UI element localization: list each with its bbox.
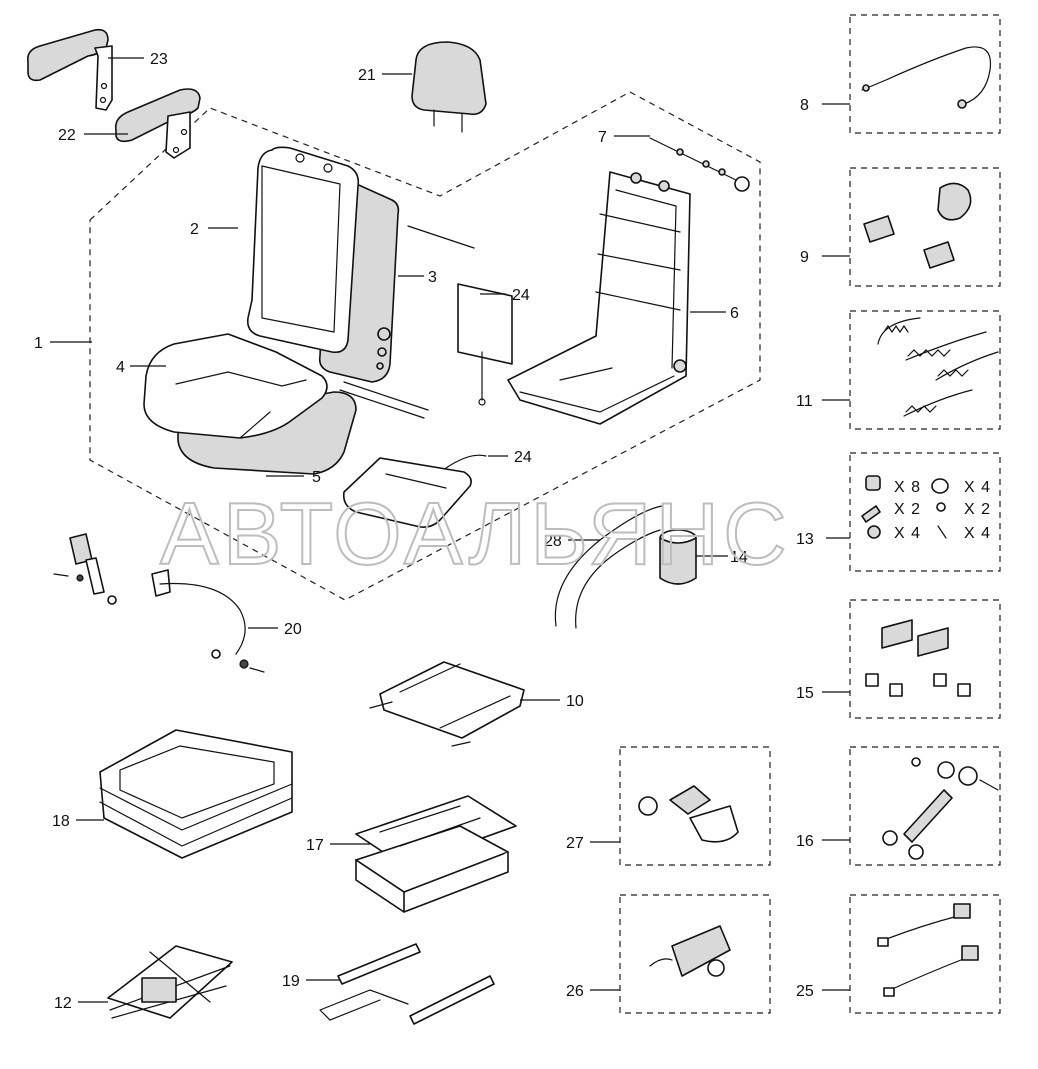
adjuster-rod-part [649,137,750,192]
callout-14: 14 [730,549,748,566]
seat-cushion-part [143,333,357,475]
motor-part [649,925,731,977]
kit-11-outline [849,310,1001,430]
damper-part [882,757,999,860]
kit13-qty-2: X 4 [964,479,991,496]
kit13-qty-4: X 2 [964,501,991,518]
air-hose-part-b [575,529,661,629]
bellows-cover-part [99,729,293,859]
springs-kit-part [877,317,999,417]
scissor-mechanism-part [107,945,233,1019]
callout-2: 2 [190,221,199,238]
kit13-qty-1: X 8 [894,479,921,496]
callout-6: 6 [730,305,739,322]
kit13-qty-6: X 4 [964,525,991,542]
callout-24-lower: 24 [514,449,532,466]
kit13-qty-5: X 4 [894,525,921,542]
wiring-harness-part [877,903,979,997]
watermark-text: АВТОАЛЬЯНС [160,484,791,583]
callout-8: 8 [800,97,809,114]
headrest-part [411,41,487,133]
kit-26-outline [619,894,771,1014]
kit-16-outline [849,746,1001,866]
seat-assembly-group-outline [89,91,761,601]
callout-3: 3 [428,269,437,286]
callout-4: 4 [116,359,125,376]
valve-kit-part [638,785,739,843]
suspension-base-part [355,795,517,913]
slide-rails-part [369,661,525,747]
kit13-qty-3: X 2 [894,501,921,518]
callout-10: 10 [566,693,584,710]
callout-17: 17 [306,837,324,854]
callout-24-upper: 24 [512,287,530,304]
callout-23: 23 [150,51,168,68]
backrest-cushion-part [246,146,400,383]
callout-7: 7 [598,129,607,146]
kit-15-outline [849,599,1001,719]
trim-strip-upper [407,225,475,249]
callout-27: 27 [566,835,584,852]
trim-strip-lower-b [339,389,425,419]
callout-18: 18 [52,813,70,830]
callout-21: 21 [358,67,376,84]
seat-heater-pad-part [342,454,487,528]
callout-5: 5 [312,469,321,486]
callout-9: 9 [800,249,809,266]
callout-16: 16 [796,833,814,850]
kit-27-outline [619,746,771,866]
kit-13-outline [849,452,1001,572]
trim-strip-lower-a [343,381,429,411]
backrest-heater-pad-part [457,283,513,406]
callout-22: 22 [58,127,76,144]
callout-1: 1 [34,335,43,352]
callout-26: 26 [566,983,584,1000]
callout-25: 25 [796,983,814,1000]
armrest-left-part [26,28,113,111]
callout-19: 19 [282,973,300,990]
armrest-right-part [114,88,201,159]
guide-rails-part [319,943,495,1025]
fastener-kit-part [861,475,949,539]
callout-28: 28 [544,533,562,550]
shock-cartridge-part [659,529,697,585]
kit-25-outline [849,894,1001,1014]
callout-12: 12 [54,995,72,1012]
callout-11: 11 [796,393,813,410]
seat-belt-part [151,569,265,673]
knob-kit-part [863,182,972,269]
kit-8-outline [849,14,1001,134]
callout-15: 15 [796,685,814,702]
kit-9-outline [849,167,1001,287]
seat-frame-part [507,171,691,425]
buckle-part [53,533,117,605]
release-cable-part [861,46,992,109]
bracket-kit-part [865,619,971,697]
callout-20: 20 [284,621,302,638]
callout-13: 13 [796,531,814,548]
